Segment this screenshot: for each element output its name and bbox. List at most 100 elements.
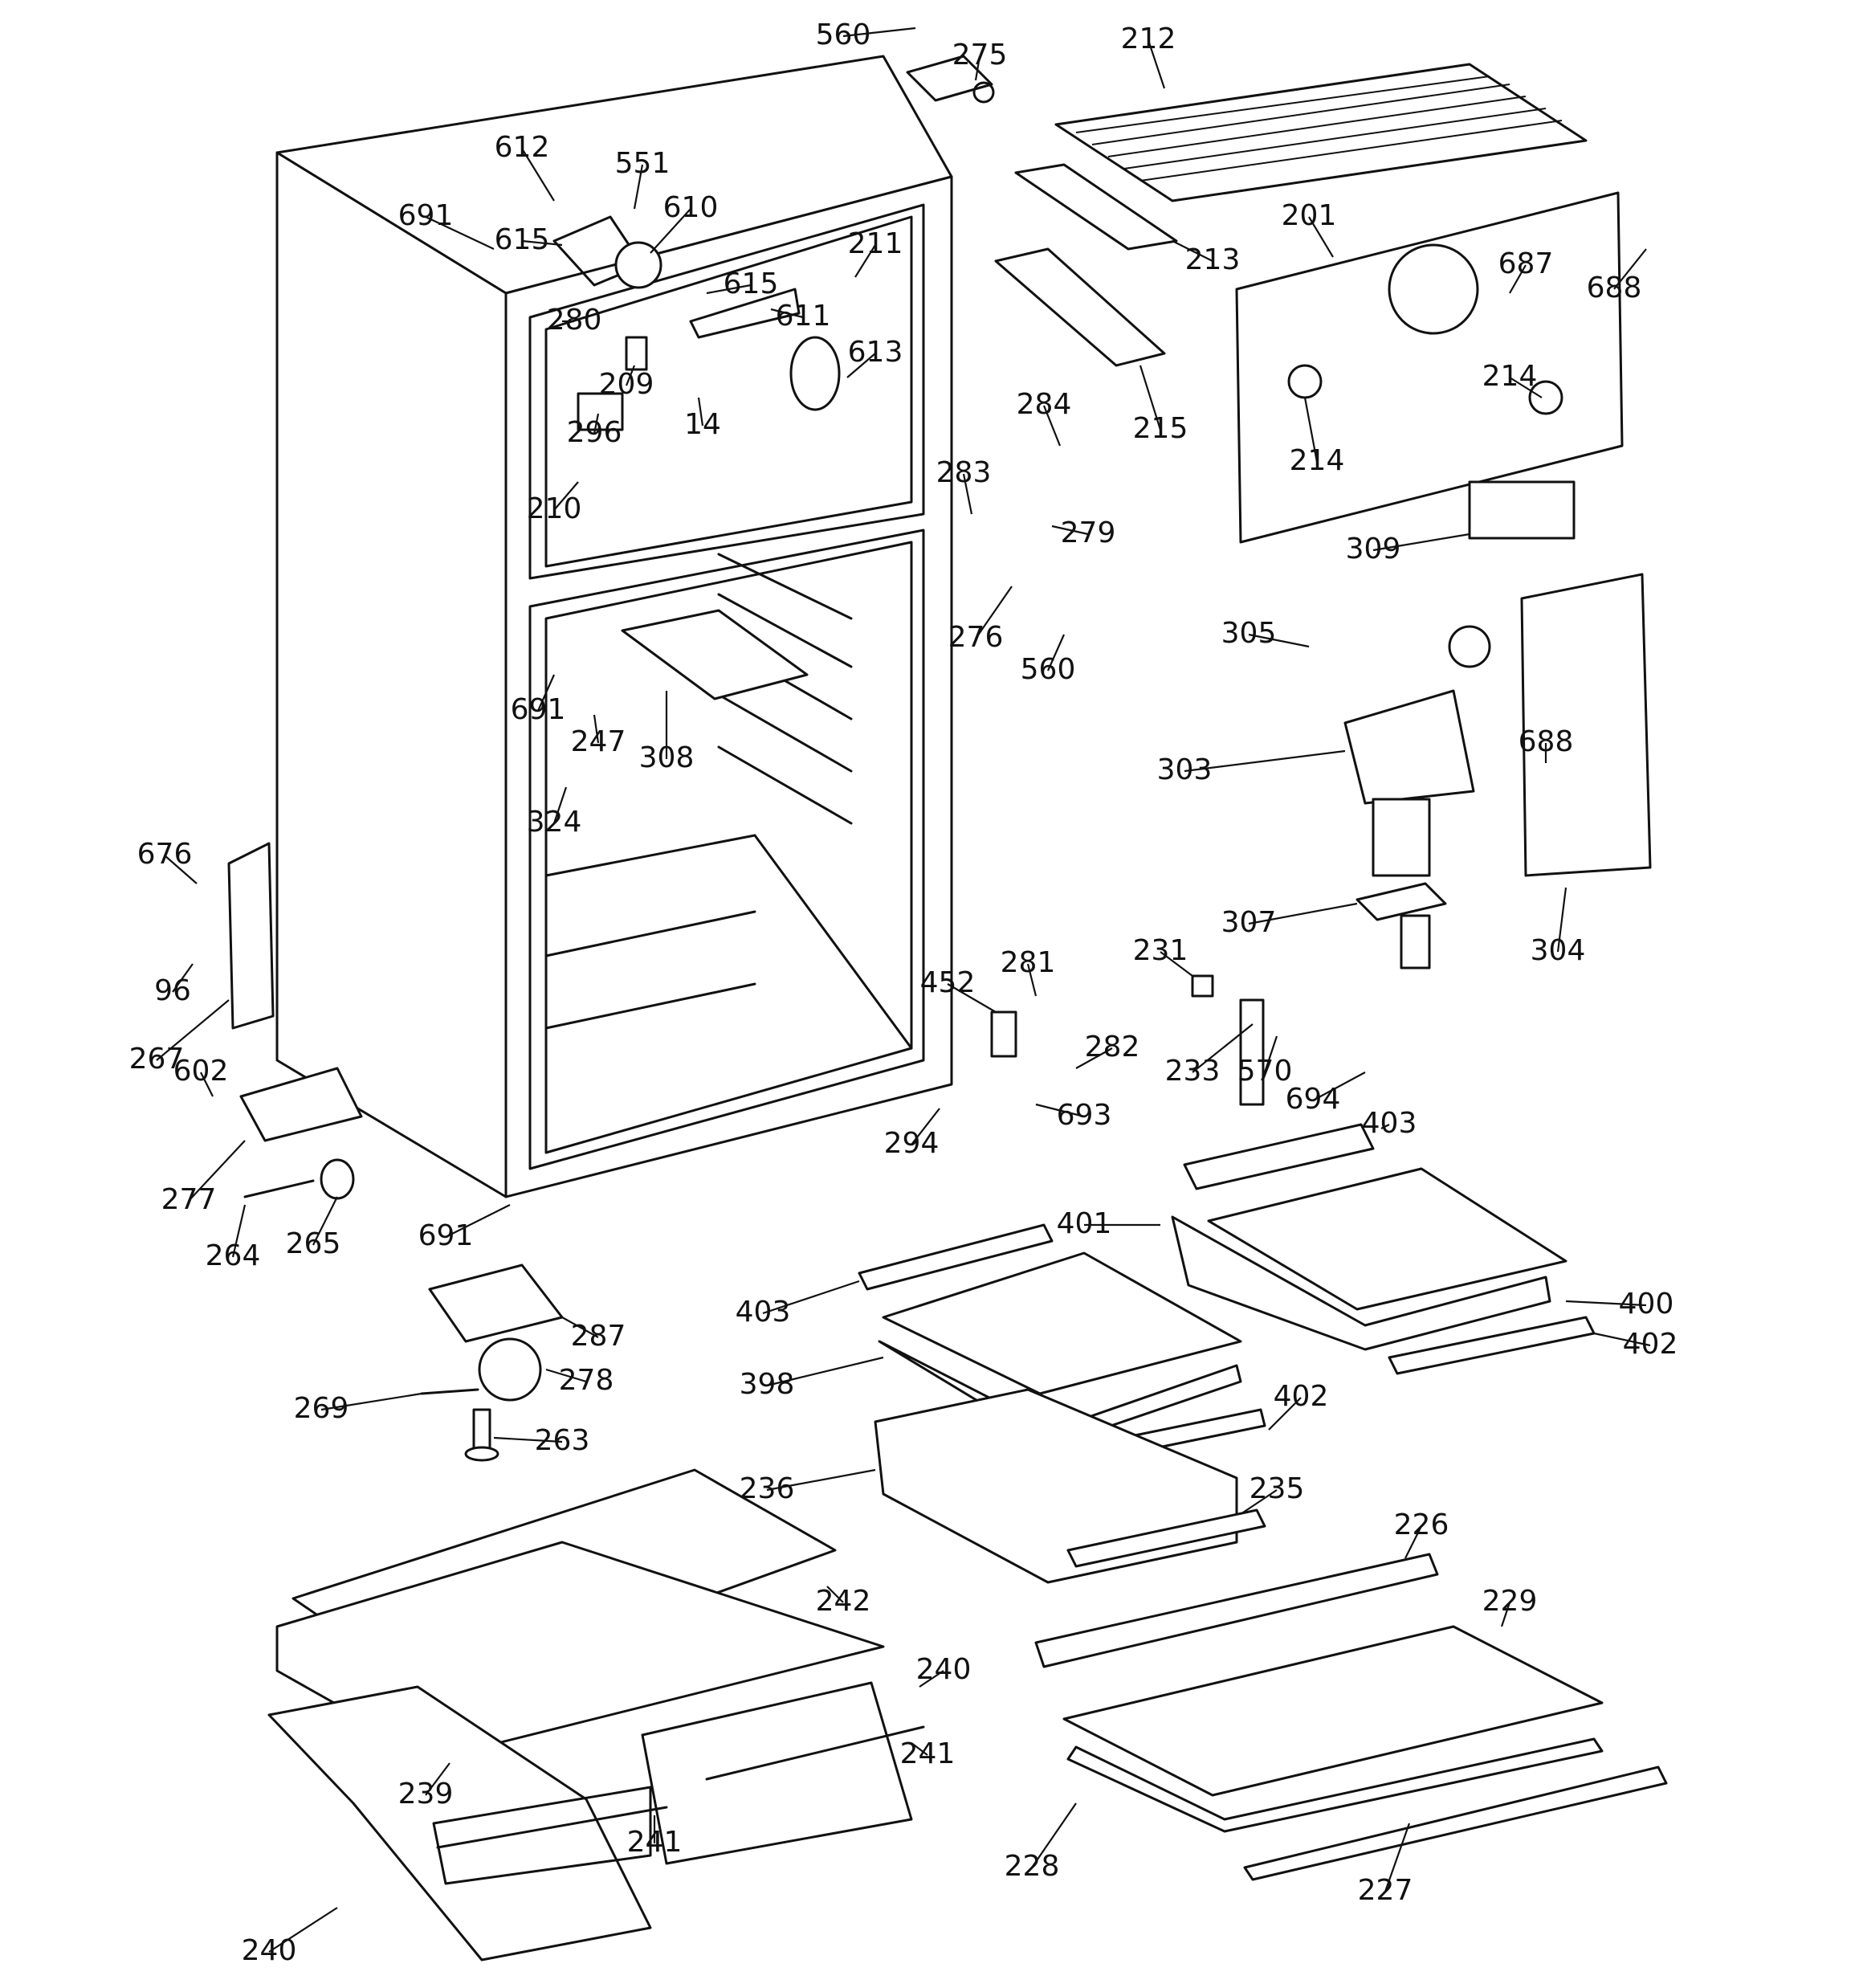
part-number-label: 691	[418, 1219, 474, 1252]
callout-leader	[1026, 963, 1037, 997]
callout-leader	[1240, 1489, 1278, 1515]
callout-leader	[1372, 533, 1470, 552]
callout-leader	[593, 714, 600, 744]
callout-leader	[1565, 1300, 1647, 1307]
part-number-label: 231	[1133, 934, 1188, 967]
part-number-label: 284	[1017, 388, 1072, 421]
callout-leader	[1263, 1035, 1278, 1073]
cabinet	[275, 55, 953, 1198]
callout-leader	[706, 284, 752, 295]
part-number-label: 227	[1358, 1874, 1413, 1907]
part-number-label: 247	[571, 725, 626, 758]
callout-leader	[1268, 1397, 1302, 1431]
callout-leader	[312, 1196, 338, 1246]
callout-leader	[1384, 1823, 1411, 1892]
callout-leader	[1031, 1802, 1077, 1868]
callout-leader	[762, 1280, 860, 1315]
callout-leader	[200, 1072, 214, 1097]
callout-leader	[164, 855, 198, 884]
part-number-label: 570	[1237, 1055, 1293, 1088]
callout-leader	[268, 1907, 338, 1953]
callout-leader	[962, 473, 973, 515]
part-number-label: 214	[1290, 444, 1345, 477]
callout-leader	[1593, 1332, 1651, 1347]
part-number-label: 228	[1005, 1850, 1060, 1883]
part-number-label: 96	[154, 974, 191, 1007]
callout-leader	[156, 999, 230, 1061]
part-number-label: 213	[1185, 243, 1241, 276]
part-number-label: 212	[1121, 22, 1176, 55]
callout-leader	[1160, 951, 1193, 977]
callout-leader	[842, 27, 916, 38]
duct-parts	[990, 573, 1652, 1106]
callout-leader	[231, 1204, 247, 1258]
part-number-label: 324	[527, 806, 582, 839]
callout-leader	[536, 674, 556, 712]
part-number-label: 214	[1482, 360, 1538, 393]
part-number-label: 201	[1282, 199, 1337, 232]
part-number-label: 269	[294, 1392, 349, 1425]
part-number-label: 688	[1587, 271, 1642, 304]
callout-leader	[445, 1204, 511, 1238]
base-parts	[227, 842, 564, 1462]
callout-leader	[1404, 1525, 1422, 1559]
part-number-label: 693	[1057, 1099, 1112, 1132]
part-number-label: 14	[684, 408, 721, 441]
part-number-label: 277	[161, 1183, 217, 1216]
part-number-label: 615	[724, 267, 779, 300]
callout-leader	[320, 1392, 422, 1411]
part-number-label: 294	[884, 1127, 940, 1160]
callout-leader	[553, 481, 579, 511]
callout-leader	[1139, 365, 1162, 431]
callout-leader	[1075, 1047, 1113, 1069]
part-number-label: 226	[1394, 1508, 1449, 1541]
part-number-label: 688	[1519, 725, 1574, 758]
part-number-label: 691	[511, 693, 566, 726]
callout-leader	[1308, 216, 1334, 258]
part-number-label: 236	[740, 1472, 795, 1505]
callout-leader	[1192, 1023, 1254, 1073]
part-number-label: 211	[848, 227, 903, 260]
callout-leader	[1509, 377, 1543, 398]
part-number-label: 239	[398, 1778, 454, 1810]
callout-leader	[521, 148, 555, 202]
callout-leader	[1380, 1124, 1390, 1129]
part-number-label: 235	[1249, 1472, 1305, 1505]
callout-leader	[188, 1140, 246, 1202]
callout-leader	[826, 1586, 844, 1603]
part-number-label: 240	[242, 1934, 297, 1967]
part-number-label: 267	[129, 1043, 185, 1076]
callout-leader	[1500, 1602, 1511, 1627]
part-number-label: 402	[1623, 1328, 1678, 1361]
part-number-label: 398	[740, 1368, 795, 1401]
callout-leader	[561, 1316, 599, 1338]
crisper-drawers	[267, 1468, 925, 1961]
part-number-label: 551	[615, 147, 671, 180]
part-number-label: 282	[1085, 1031, 1140, 1063]
part-number-label: 278	[559, 1364, 614, 1397]
part-number-label: 296	[567, 416, 622, 449]
callout-leader	[1312, 1072, 1366, 1101]
callout-leader	[1613, 248, 1647, 290]
part-number-label: 215	[1133, 412, 1188, 445]
part-number-label: 610	[663, 191, 719, 224]
callout-leader	[1509, 264, 1527, 294]
part-number-label: 265	[286, 1227, 341, 1260]
part-number-label: 400	[1619, 1288, 1674, 1321]
callout-leader	[919, 1670, 944, 1688]
part-number-label: 560	[816, 18, 871, 51]
callout-leader	[854, 244, 876, 278]
part-number-label: 283	[936, 456, 992, 489]
part-number-label: 280	[547, 304, 602, 337]
part-number-label: 303	[1157, 753, 1213, 786]
callout-leader	[1184, 749, 1346, 773]
part-number-label: 308	[639, 741, 695, 774]
part-number-label: 240	[916, 1653, 972, 1686]
part-number-label: 691	[398, 199, 454, 232]
part-number-label: 233	[1165, 1055, 1221, 1088]
callout-leader	[1046, 634, 1066, 672]
part-number-label: 402	[1274, 1380, 1329, 1413]
part-number-label: 229	[1482, 1585, 1538, 1618]
part-number-label: 264	[206, 1239, 261, 1272]
